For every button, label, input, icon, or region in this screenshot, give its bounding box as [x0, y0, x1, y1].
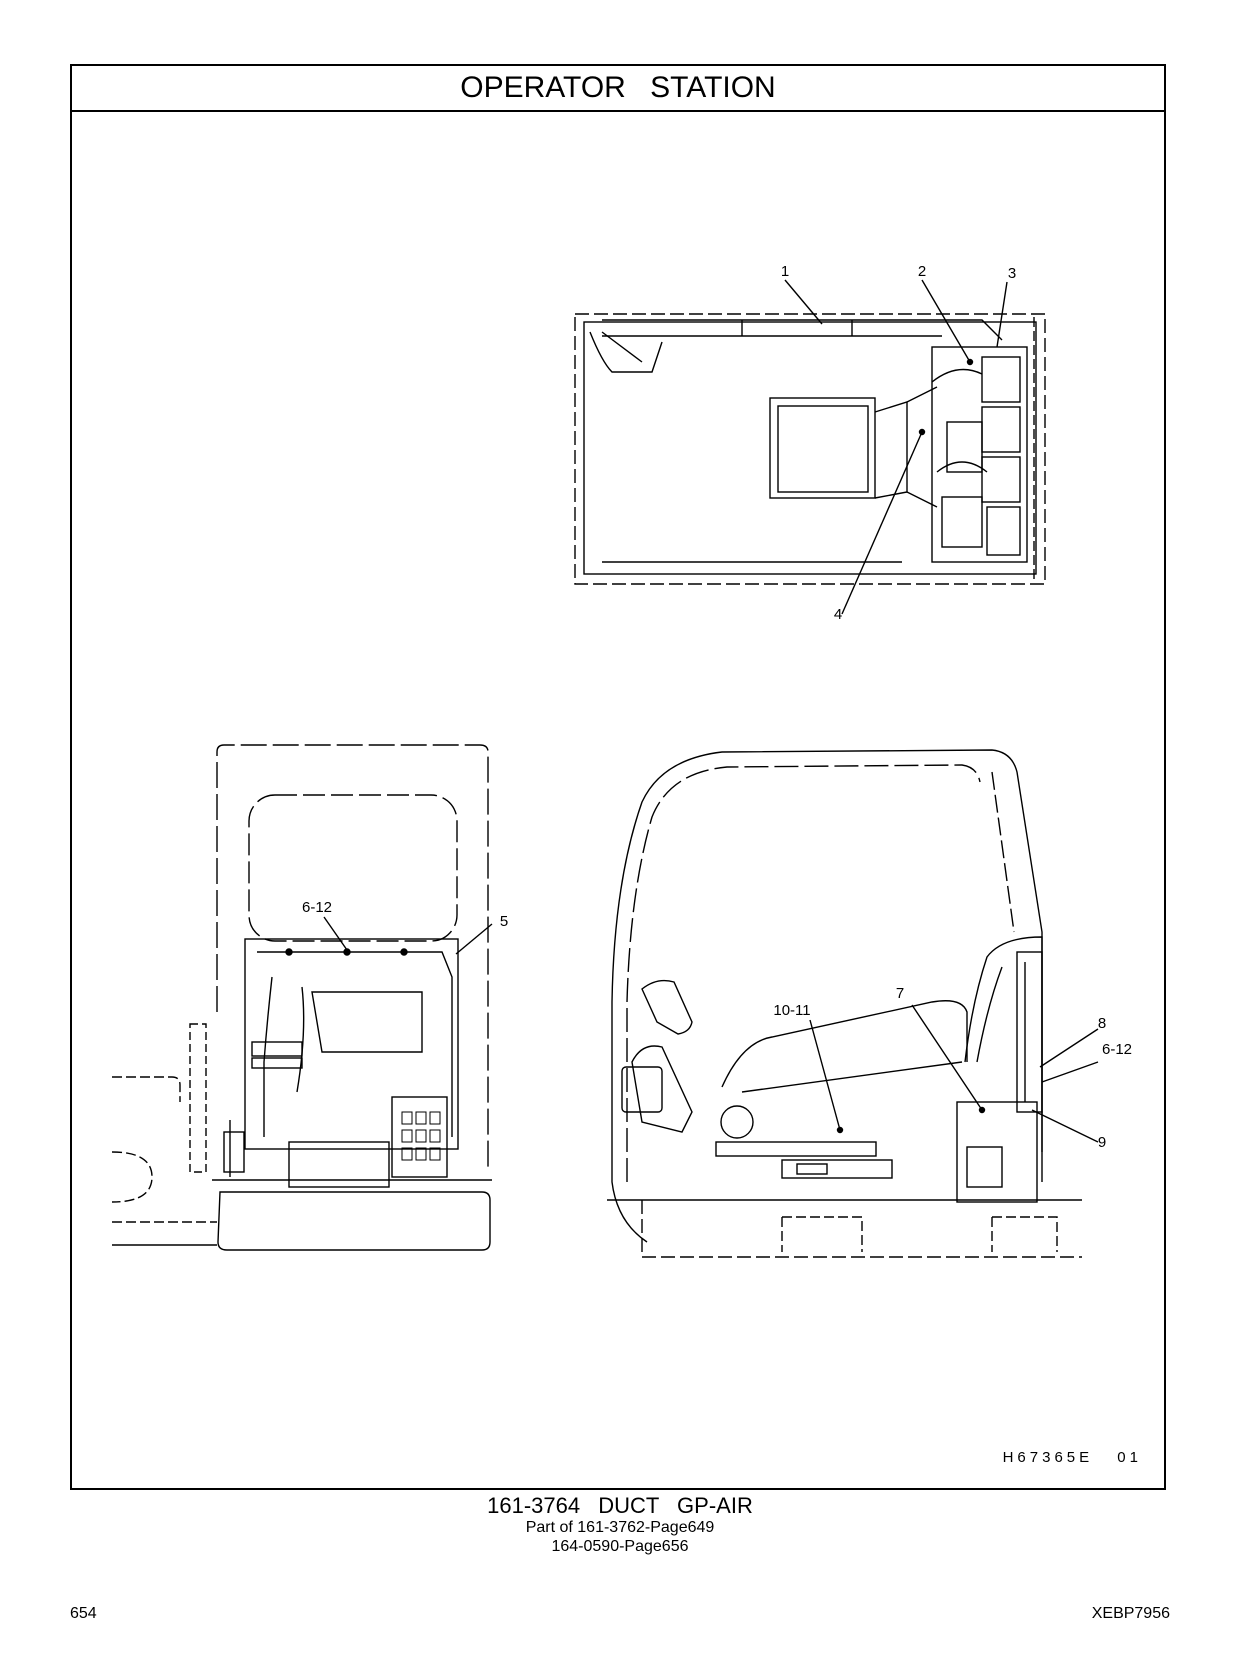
document-code: XEBP7956 [1091, 1605, 1170, 1622]
title-bar: OPERATOR STATION [72, 66, 1164, 112]
diagram-frame: OPERATOR STATION [70, 64, 1166, 1490]
callout-6-12-front: 6-12 [302, 899, 332, 916]
callout-8: 8 [1098, 1015, 1106, 1032]
front-view [111, 744, 493, 1251]
callout-5: 5 [500, 913, 508, 930]
part-reference-1: Part of 161-3762-Page649 [525, 1519, 715, 1536]
parts-drawing: 1 2 3 4 5 6-12 10-11 7 8 6-12 9 [111, 263, 1132, 1258]
figure-id: H67365E 01 [1002, 1449, 1142, 1466]
callout-10-11: 10-11 [773, 1002, 810, 1019]
callout-4: 4 [834, 606, 842, 623]
part-caption: 161-3764 DUCT GP-AIR [487, 1493, 753, 1518]
page-title: OPERATOR STATION [460, 71, 776, 104]
callout-7: 7 [896, 985, 904, 1002]
callout-2: 2 [918, 263, 926, 280]
side-view [607, 749, 1099, 1258]
top-view [574, 279, 1046, 615]
page-number: 654 [70, 1605, 97, 1622]
callout-6-12-side: 6-12 [1102, 1041, 1132, 1058]
callout-1: 1 [781, 263, 789, 280]
part-reference-2: 164-0590-Page656 [551, 1538, 689, 1555]
callout-3: 3 [1008, 265, 1016, 282]
callout-9: 9 [1098, 1134, 1106, 1151]
